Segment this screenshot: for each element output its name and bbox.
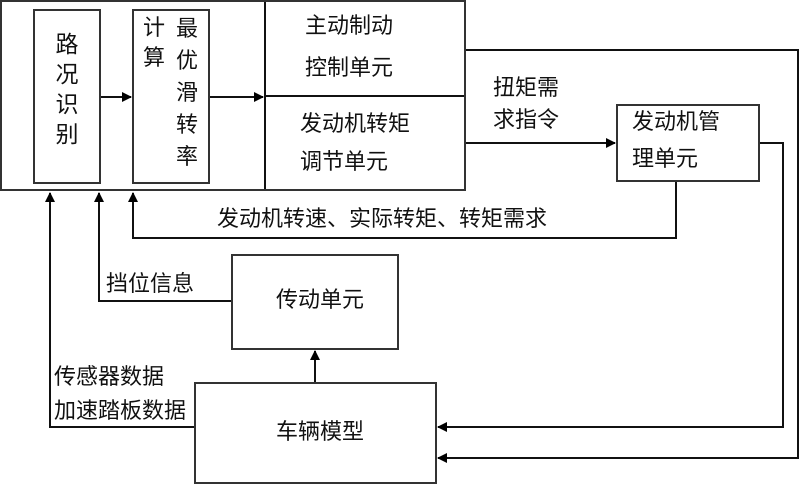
- gear-info-label: 挡位信息: [106, 272, 195, 297]
- engine-torque-line2: 调节单元: [300, 150, 389, 175]
- ems-line2: 理单元: [632, 147, 699, 172]
- ems-line1: 发动机管: [632, 110, 721, 135]
- engine-torque-line1: 发动机转矩: [300, 112, 411, 137]
- road-recognition-block: [33, 9, 101, 184]
- controller-block: [0, 0, 466, 191]
- calc-label: 计算: [142, 16, 165, 71]
- sensor-data-label: 传感器数据: [54, 365, 165, 390]
- torque-request-line1: 扭矩需: [493, 76, 560, 101]
- arrow-ems-to-vehicle: [437, 142, 784, 432]
- transmission-block: [231, 254, 399, 350]
- torque-request-line2: 求指令: [493, 108, 560, 133]
- vehicle-model-block: [194, 382, 437, 484]
- engine-feedback-label: 发动机转速、实际转矩、转矩需求: [217, 207, 548, 232]
- pedal-data-label: 加速踏板数据: [54, 399, 187, 424]
- engine-management-block: [616, 104, 760, 182]
- transmission-label: 传动单元: [276, 288, 365, 313]
- vehicle-model-label: 车辆模型: [276, 420, 365, 445]
- arrow-brake-to-vehicle: [437, 49, 799, 463]
- arrow-engine-feedback: [128, 181, 677, 239]
- active-brake-line2: 控制单元: [305, 56, 394, 81]
- optimal-slip-block: [132, 9, 210, 184]
- arrow-gear-info: [94, 192, 232, 302]
- arrow-sensor-data: [45, 192, 195, 428]
- road-recognition-label: 路况识别: [55, 32, 79, 148]
- optimal-slip-label: 最优滑转率: [175, 17, 198, 170]
- active-brake-line1: 主动制动: [305, 14, 394, 39]
